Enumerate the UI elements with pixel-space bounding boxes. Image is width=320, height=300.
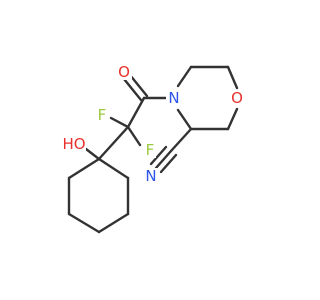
bond-cy-1-2 (97, 157, 130, 180)
bond-c1-oh (84, 147, 101, 161)
bond-cf2-f-left (109, 116, 130, 129)
atom-carbonyl-oxygen: O (118, 63, 130, 81)
atom-ring-nitrogen: N (168, 89, 179, 107)
bond-c-upper-right-o (226, 65, 239, 90)
bond-nitrile-triple-b (149, 145, 168, 166)
bond-nitrile-triple-c (159, 153, 178, 174)
bond-carbonyl-double-a (122, 77, 143, 102)
bond-n-c-upper (176, 65, 193, 88)
atom-ring-oxygen: O (231, 89, 243, 107)
atom-nitrile-nitrogen: N (145, 167, 156, 185)
bond-cy-4-5 (67, 212, 101, 234)
atom-hydroxyl: HO (62, 135, 85, 153)
bond-cf2-f-right (126, 125, 142, 147)
bond-c3-n (176, 108, 193, 131)
bond-carbonyl-double-b (128, 73, 149, 98)
bond-o-c-lower-right (226, 107, 239, 131)
bonds (67, 65, 239, 234)
atom-fluorine-right: F (146, 141, 155, 159)
molecule-structure-diagram: O N O F F HO N (61, 63, 245, 234)
bond-cy-3-4 (97, 212, 130, 234)
bond-cf2-c1 (97, 125, 130, 161)
atom-fluorine-left: F (98, 106, 107, 124)
bond-cy-6-1 (67, 157, 101, 180)
bond-nitrile-triple-a (154, 149, 173, 170)
atom-labels: O N O F F HO N (61, 63, 245, 185)
bond-carbonyl-cf2 (126, 96, 146, 129)
bond-c3-cn (169, 127, 193, 153)
